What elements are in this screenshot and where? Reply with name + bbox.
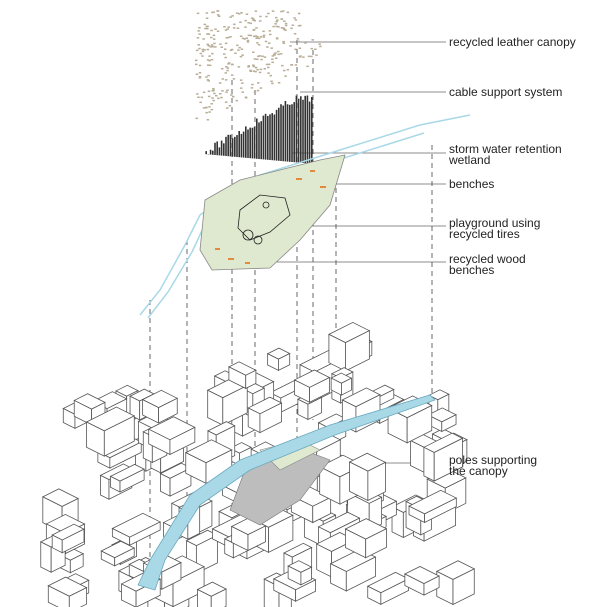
label-benches: benches [449,177,495,191]
river-lower [137,394,436,591]
canopy-layer [195,10,322,121]
label-cable-support-system: cable support system [449,85,563,99]
wetland-park-plane [199,154,346,271]
label-recycled-wood-benches: recycled wood benches [449,252,526,277]
label-poles-supporting-canopy: poles supporting the canopy [449,453,538,478]
benches-markers [215,170,326,264]
label-storm-water-wetland: storm water retention wetland [449,142,562,167]
cable-layer [205,95,313,164]
city-blocks [39,321,476,607]
label-playground: playground using recycled tires [449,216,541,241]
playground [237,194,291,245]
label-recycled-leather-canopy: recycled leather canopy [449,35,576,49]
